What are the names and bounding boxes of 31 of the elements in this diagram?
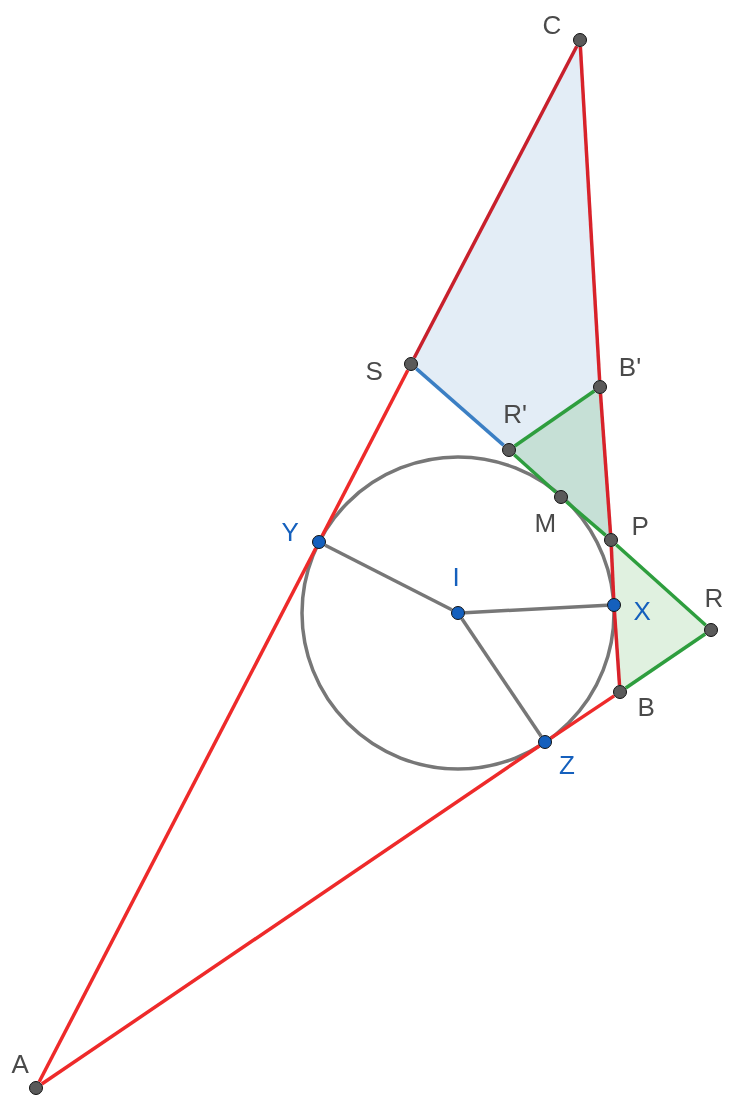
line-segment	[578, 46, 602, 381]
point-label: A	[11, 1050, 29, 1078]
point-label: R	[704, 584, 722, 612]
line-segment	[549, 694, 616, 740]
line-segment	[415, 367, 505, 447]
point-label: B	[637, 693, 655, 721]
line-segment	[464, 603, 608, 615]
point-label: Z	[558, 751, 576, 779]
point-label: C	[542, 11, 560, 39]
line-segment	[624, 632, 707, 690]
line-segment	[460, 617, 543, 738]
point-label: R'	[502, 400, 528, 428]
point-label: S	[365, 357, 383, 385]
line-segment	[609, 546, 616, 599]
point-label: M	[534, 509, 552, 537]
line-segment	[40, 744, 541, 1086]
point-label: I	[451, 563, 461, 591]
line-segment	[412, 45, 579, 359]
line-segment	[320, 369, 410, 537]
line-segment	[513, 389, 596, 448]
line-segment	[598, 393, 613, 534]
point-label: P	[631, 512, 649, 540]
line-segment	[565, 500, 607, 537]
line-segment	[615, 543, 707, 627]
line-segment	[612, 611, 622, 686]
point-label: Y	[281, 518, 299, 546]
point-label: B'	[617, 353, 643, 381]
line-segment	[37, 547, 318, 1083]
point-label: X	[633, 597, 651, 625]
line-segment	[324, 543, 453, 612]
line-segment	[513, 453, 557, 494]
